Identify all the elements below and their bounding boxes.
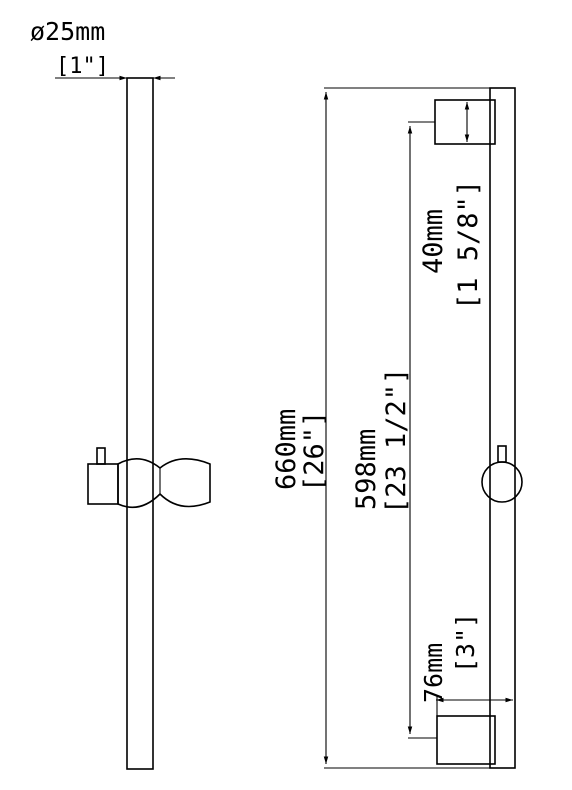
slider-knob (481, 461, 523, 503)
span-mm-label: 598mm (351, 429, 382, 510)
length-mm-label: 660mm (271, 409, 302, 490)
offset-in-label: [3"] (451, 613, 480, 673)
top-wall-bracket (434, 99, 496, 145)
bottom-wall-bracket (436, 715, 496, 765)
side-view: ø25mm [1"] (30, 17, 211, 770)
slider-pin (497, 445, 507, 463)
slider-holder-side (87, 447, 211, 509)
bracket-in-label: [1 5/8"] (453, 180, 484, 310)
front-view: 660mm [26"] 598mm [23 1/2"] 40mm [1 5/8"… (271, 87, 523, 769)
diameter-mm-label: ø25mm (30, 17, 105, 46)
span-in-label: [23 1/2"] (381, 368, 412, 514)
bracket-mm-label: 40mm (418, 209, 449, 274)
rail-tube-front (489, 87, 516, 769)
diameter-in-label: [1"] (56, 54, 109, 79)
length-in-label: [26"] (299, 411, 330, 492)
offset-mm-label: 76mm (419, 643, 448, 703)
rail-tube-side (126, 77, 154, 770)
